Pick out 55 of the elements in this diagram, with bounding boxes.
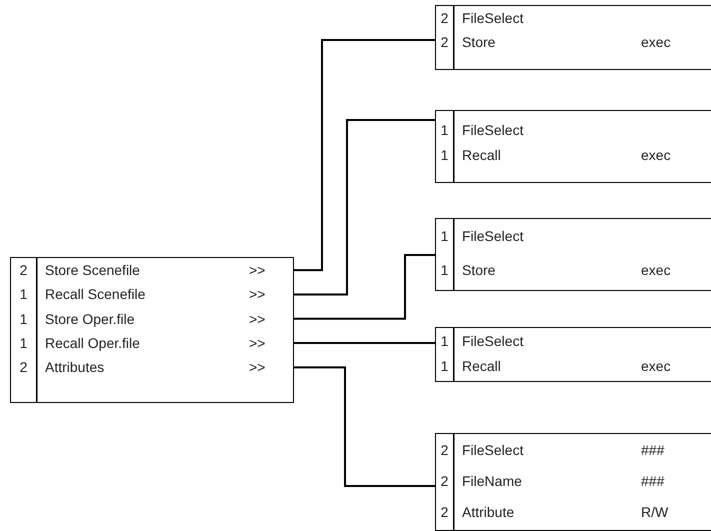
connector-line (293, 254, 435, 320)
menu-item-label: Attributes (45, 359, 104, 376)
menu-item-label: FileName (462, 472, 522, 488)
menu-level-number: 2 (440, 504, 450, 520)
menu-item-value: >> (249, 310, 266, 327)
menu-level-number: 2 (440, 472, 450, 488)
connector-line (293, 119, 435, 296)
menu-item-value: exec (641, 34, 671, 50)
menu-item-value: exec (641, 358, 671, 374)
menu-item-label: Store (462, 262, 496, 278)
connector-line (293, 342, 435, 344)
connector-line (293, 39, 435, 272)
menu-box (435, 110, 711, 183)
menu-level-number: 1 (18, 310, 28, 327)
menu-item-label: Store Oper.file (45, 310, 134, 327)
menu-level-number: 1 (440, 122, 450, 138)
menu-item-label: FileSelect (462, 228, 524, 244)
menu-level-number: 1 (440, 332, 450, 348)
menu-item-label: Attribute (462, 504, 514, 520)
menu-level-number: 2 (440, 10, 450, 26)
menu-item-value: >> (249, 335, 266, 352)
menu-level-number: 1 (440, 146, 450, 162)
menu-item-label: Recall Scenefile (45, 286, 146, 302)
menu-item-label: Recall Oper.file (45, 335, 140, 352)
menu-box (435, 5, 711, 70)
menu-level-number: 1 (440, 262, 450, 278)
menu-item-value: >> (249, 262, 266, 278)
menu-item-value: R/W (641, 504, 668, 520)
menu-item-value: >> (249, 286, 266, 302)
menu-box (435, 433, 711, 531)
menu-box (435, 327, 711, 382)
menu-item-label: Store Scenefile (45, 262, 140, 278)
menu-level-number: 1 (440, 228, 450, 244)
menu-level-number: 1 (18, 286, 28, 302)
menu-item-label: FileSelect (462, 122, 524, 138)
menu-item-value: exec (641, 262, 671, 278)
connector-line (293, 366, 435, 487)
menu-item-label: Recall (462, 358, 501, 374)
menu-level-number: 1 (440, 358, 450, 374)
menu-item-value: ### (641, 472, 664, 488)
menu-item-label: FileSelect (462, 10, 524, 26)
menu-level-number: 2 (440, 34, 450, 50)
menu-level-number: 2 (18, 262, 28, 278)
menu-item-value: >> (249, 359, 266, 376)
menu-box (435, 218, 711, 291)
menu-item-label: Recall (462, 146, 501, 162)
menu-item-label: FileSelect (462, 332, 524, 348)
menu-item-label: Store (462, 34, 496, 50)
menu-level-number: 2 (440, 442, 450, 458)
menu-box (10, 257, 294, 403)
menu-item-label: FileSelect (462, 442, 524, 458)
menu-item-value: ### (641, 442, 664, 458)
menu-item-value: exec (641, 146, 671, 162)
menu-level-number: 1 (18, 335, 28, 352)
menu-level-number: 2 (18, 359, 28, 376)
